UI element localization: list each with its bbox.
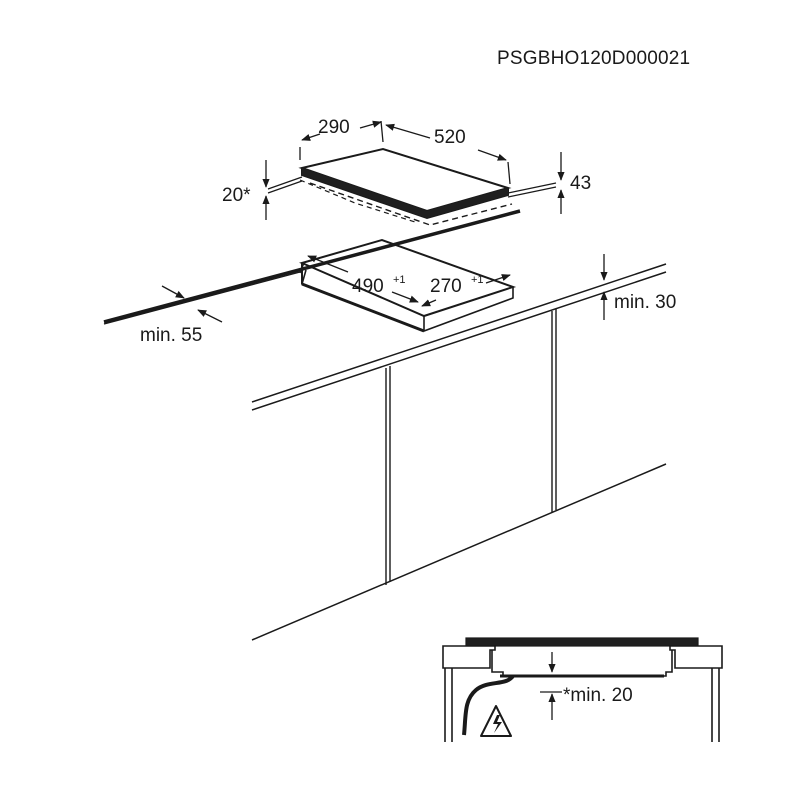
label-cutout-width-tolerance: +1 [393,274,406,286]
dimension-hob-depth [299,120,384,160]
worktop [103,209,667,641]
dimension-inset-clearance [540,652,562,720]
hob-unit [267,147,557,226]
label-cutout-width: 490 [352,276,384,297]
electric-shock-warning-icon [480,705,512,737]
dimension-front-clearance [161,262,305,323]
label-cutout-depth-tolerance: +1 [471,274,484,286]
label-hob-depth: 290 [318,117,350,138]
label-rear-clearance: min. 30 [614,292,676,313]
document-code: PSGBHO120D000021 [497,48,691,69]
label-hob-width: 520 [434,127,466,148]
dimension-hob-width [385,123,511,185]
label-under-clearance: 20* [222,185,251,206]
label-cutout-depth: 270 [430,276,462,297]
dimension-cutout-depth [421,274,511,307]
label-inset-clearance: *min. 20 [563,685,633,706]
dimension-cutout-width [307,255,419,303]
label-front-clearance: min. 55 [140,325,202,346]
label-hob-height: 43 [570,173,591,194]
inset-cross-section [442,637,723,742]
